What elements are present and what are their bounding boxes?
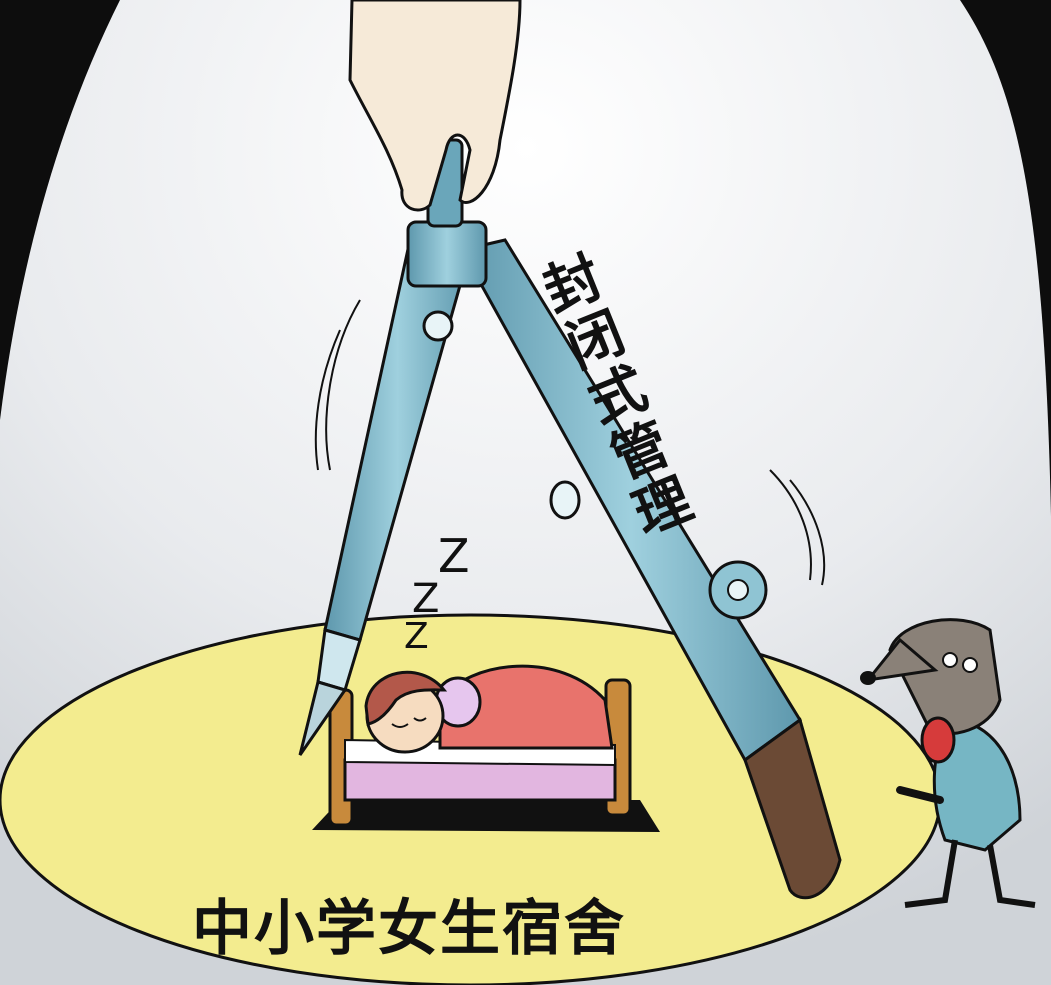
sleeping-girl xyxy=(364,664,614,754)
motion-lines-left xyxy=(314,299,361,471)
compass-lead-leg xyxy=(459,238,842,900)
wolf xyxy=(860,618,1036,908)
sleep-z-middle: Z xyxy=(412,576,439,622)
motion-lines-right xyxy=(769,469,826,586)
floor-hole xyxy=(312,800,660,832)
sleep-z-bottom: Z xyxy=(404,616,429,657)
hand xyxy=(348,0,522,212)
sleep-z-top: Z xyxy=(438,529,470,583)
floor-caption: 中小学女生宿舍 xyxy=(192,894,626,964)
